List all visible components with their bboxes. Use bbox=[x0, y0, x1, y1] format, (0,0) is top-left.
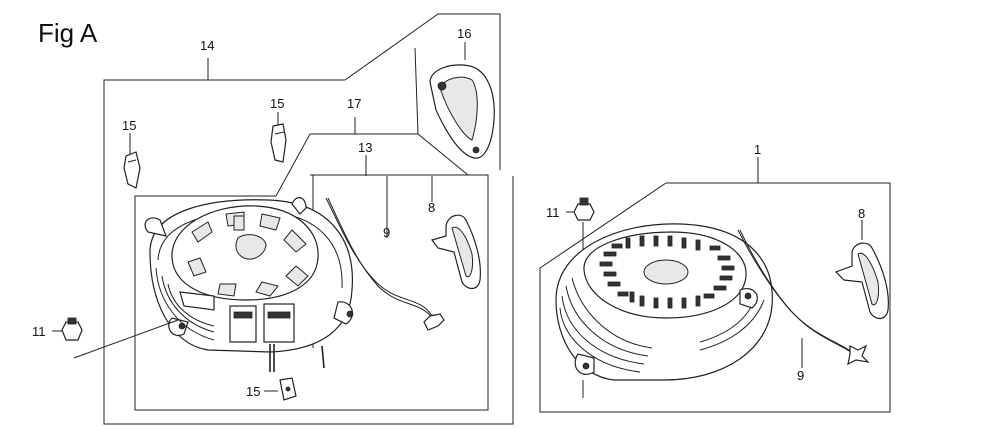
radial-vents bbox=[599, 235, 735, 309]
label-8-left: 8 bbox=[428, 200, 435, 215]
recoil-starter-housing-left bbox=[144, 197, 354, 372]
part-11-nut-left bbox=[52, 317, 179, 359]
starter-rope-left bbox=[325, 197, 445, 331]
label-13: 13 bbox=[358, 140, 372, 155]
part-15-clip-bottom bbox=[264, 377, 297, 401]
recoil-starter-assembled-right bbox=[555, 223, 773, 398]
starter-handle-right bbox=[834, 242, 889, 320]
label-11-left: 11 bbox=[32, 324, 46, 339]
figure-title: Fig A bbox=[38, 18, 98, 48]
part-15-clip-middle bbox=[270, 112, 287, 163]
starter-handle-left bbox=[430, 214, 481, 290]
assembly-1-outline bbox=[539, 157, 891, 413]
label-14: 14 bbox=[200, 38, 214, 53]
label-17: 17 bbox=[347, 96, 361, 111]
label-9-left: 9 bbox=[383, 225, 390, 240]
label-9-right: 9 bbox=[797, 368, 804, 383]
part-16-cover bbox=[429, 42, 495, 159]
label-15-bottom: 15 bbox=[246, 384, 260, 399]
label-1: 1 bbox=[754, 142, 761, 157]
part-15-clip-left bbox=[123, 133, 141, 189]
label-16: 16 bbox=[457, 26, 471, 41]
label-8-right: 8 bbox=[858, 206, 865, 221]
label-15-middle: 15 bbox=[270, 96, 284, 111]
label-11-right: 11 bbox=[546, 205, 560, 220]
assembly-14-outline bbox=[103, 13, 514, 425]
starter-rope-right bbox=[737, 229, 870, 366]
label-15-left: 15 bbox=[122, 118, 136, 133]
